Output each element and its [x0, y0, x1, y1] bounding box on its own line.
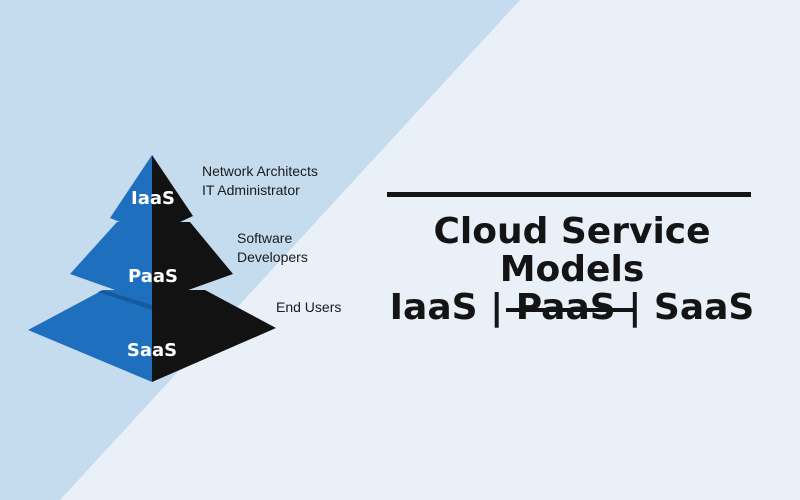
bottom-rule: [506, 308, 636, 312]
saas-users: End Users: [276, 298, 341, 317]
paas-user-1: Software: [237, 229, 308, 248]
heading-line-1: Cloud Service Models: [362, 213, 782, 289]
paas-users: Software Developers: [237, 229, 308, 267]
iaas-user-2: IT Administrator: [202, 181, 318, 200]
paas-user-2: Developers: [237, 248, 308, 267]
iaas-user-1: Network Architects: [202, 162, 318, 181]
iaas-users: Network Architects IT Administrator: [202, 162, 318, 200]
tier-label-iaas: IaaS: [120, 188, 186, 209]
saas-user-1: End Users: [276, 298, 341, 317]
top-rule: [387, 192, 751, 197]
tier-label-saas: SaaS: [116, 340, 188, 361]
tier-label-paas: PaaS: [118, 266, 188, 287]
